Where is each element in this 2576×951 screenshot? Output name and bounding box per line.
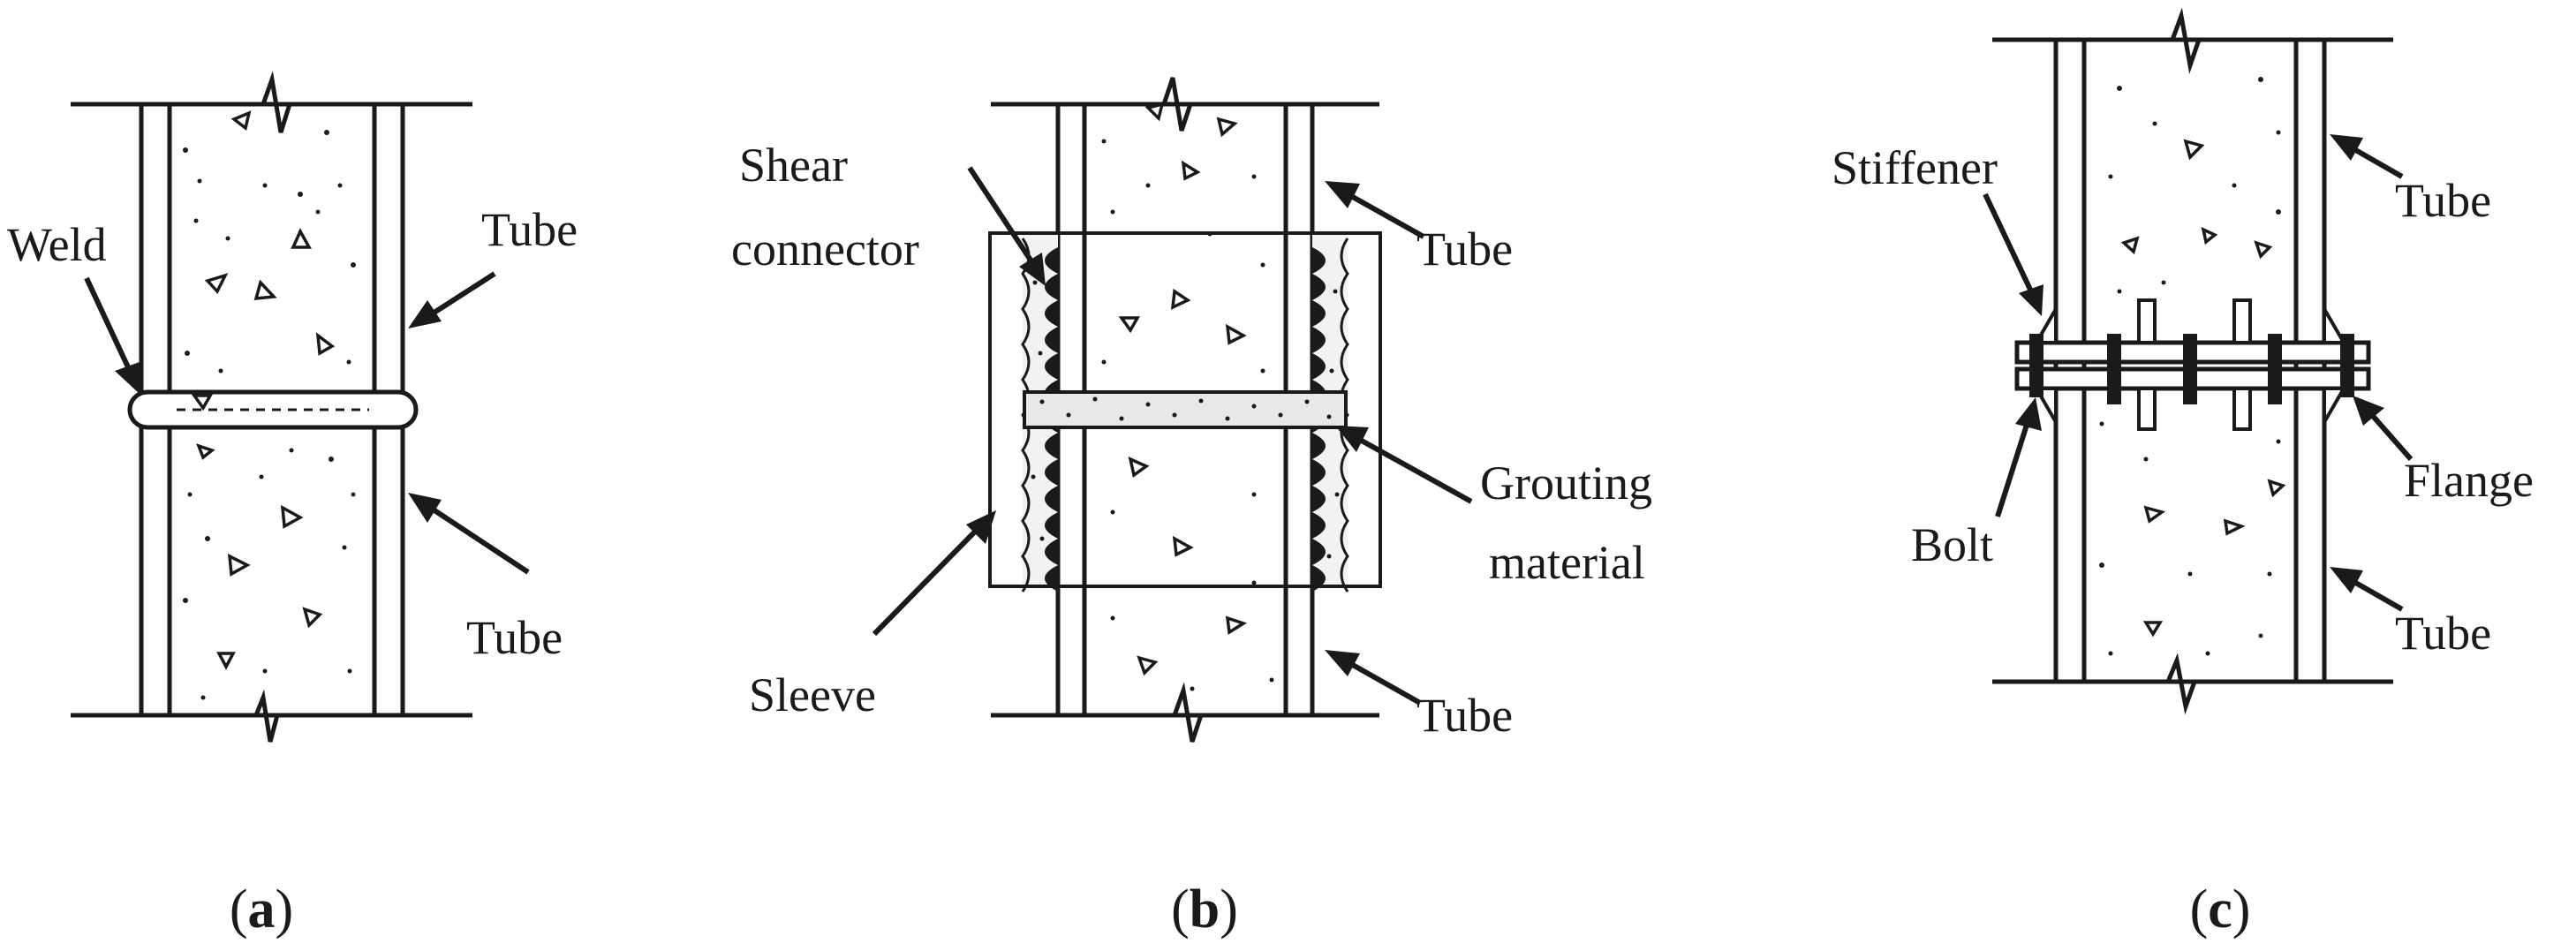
panel-c-stiffener-arrow <box>1983 192 2034 293</box>
panel-b-grouting-label-line2: material <box>1489 536 1645 589</box>
panel-b-grouting-label-line1: Grouting <box>1480 457 1652 509</box>
panel-b-tube-arrow-bottom <box>1349 661 1422 706</box>
panel-a-tube-arrow-bottom <box>433 508 530 575</box>
panel-b-sleeve <box>988 231 1382 588</box>
panel-b-sleeve-arrowhead <box>966 510 996 544</box>
panel-a-tube-arrow-top <box>431 271 496 316</box>
panel-a-tube-arrowhead-top <box>408 300 442 328</box>
panel-b-grout-dots <box>1031 280 1340 559</box>
panel-b-sleeve-arrow <box>872 527 979 637</box>
panel-a-welded-connection: Weld Tube Tube (a) <box>7 71 578 940</box>
panel-b-shear-arrow <box>967 166 1034 263</box>
panel-a-tube-label-bottom: Tube <box>466 611 563 664</box>
panel-b-concrete-dots <box>1101 139 1274 691</box>
panel-c-concrete-fill <box>2120 139 2286 638</box>
panel-b-shear-label-line2: connector <box>731 223 919 275</box>
panel-c-bolt-arrowhead <box>2015 397 2042 431</box>
panel-c-bolt-label: Bolt <box>1911 518 1993 571</box>
panel-a-concrete-fill <box>191 110 336 670</box>
panel-a-break-mark-bottom <box>247 689 291 743</box>
panel-b-tube-label-bottom: Tube <box>1416 689 1513 742</box>
panel-c-flange-arrow <box>2369 413 2414 461</box>
panel-c-bolt-arrow <box>1995 421 2030 517</box>
panel-a-weld-label: Weld <box>7 218 107 271</box>
panel-c-tube-arrowhead-bottom <box>2330 567 2363 593</box>
panel-c-tube-arrow-top <box>2351 146 2404 179</box>
panel-b-shear-arrowhead <box>1019 253 1046 286</box>
panel-a-caption: (a) <box>230 879 293 940</box>
panel-c-tube-arrowhead-top <box>2330 134 2363 161</box>
panel-c-break-mark-top <box>2155 7 2217 74</box>
panel-b-grouting-arrowhead <box>1335 426 1369 452</box>
panel-b-tube-arrowhead-top <box>1325 181 1360 208</box>
panel-c-tube-arrow-bottom <box>2351 578 2404 612</box>
panel-c-bolts <box>2029 298 2354 431</box>
panel-c-break-mark-bottom <box>2153 653 2212 715</box>
panel-b-tube-label-top: Tube <box>1416 223 1513 275</box>
panel-b-sleeve-connection: Shear connector Tube Grouting material S… <box>731 77 1652 940</box>
panel-c-stiffener-right-bottom <box>2323 387 2347 429</box>
panel-c-concrete-dots <box>2099 77 2281 656</box>
panel-b-shear-label-line1: Shear <box>739 139 848 192</box>
panel-b-grouting-arrow <box>1358 437 1473 504</box>
panel-b-grouting-band <box>1023 390 1348 429</box>
panel-a-weld-arrow <box>84 276 132 371</box>
panel-a-weld-arrowhead <box>115 362 140 394</box>
panel-c-flange-connection: Stiffener Tube Bolt Flange Tube (c) <box>1832 7 2534 940</box>
panel-a-break-mark-top <box>247 71 307 133</box>
panel-c-tube-label-bottom: Tube <box>2395 607 2491 660</box>
panel-a-tube-label-top: Tube <box>481 203 578 256</box>
panel-b-tube-arrow-top <box>1349 193 1425 239</box>
panel-c-flange-label: Flange <box>2404 454 2534 507</box>
panel-b-break-mark-bottom <box>1164 682 1214 743</box>
panel-b-sleeve-label: Sleeve <box>749 668 876 721</box>
panel-a-tube-arrowhead-bottom <box>408 493 442 523</box>
panel-b-caption: (b) <box>1171 879 1238 940</box>
panel-a-concrete-dots <box>183 130 356 700</box>
panel-b-tube-arrowhead-bottom <box>1325 650 1360 676</box>
panel-b-concrete-fill <box>1118 102 1248 676</box>
panel-c-flange-arrowhead <box>2353 396 2384 426</box>
panel-c-stiffener-label: Stiffener <box>1832 141 1998 194</box>
panel-c-caption: (c) <box>2190 879 2251 940</box>
panel-c-stiffener-arrowhead <box>2019 284 2043 316</box>
panel-c-stiffener-right-top <box>2323 302 2347 344</box>
panel-c-tube-label-top: Tube <box>2395 174 2491 227</box>
